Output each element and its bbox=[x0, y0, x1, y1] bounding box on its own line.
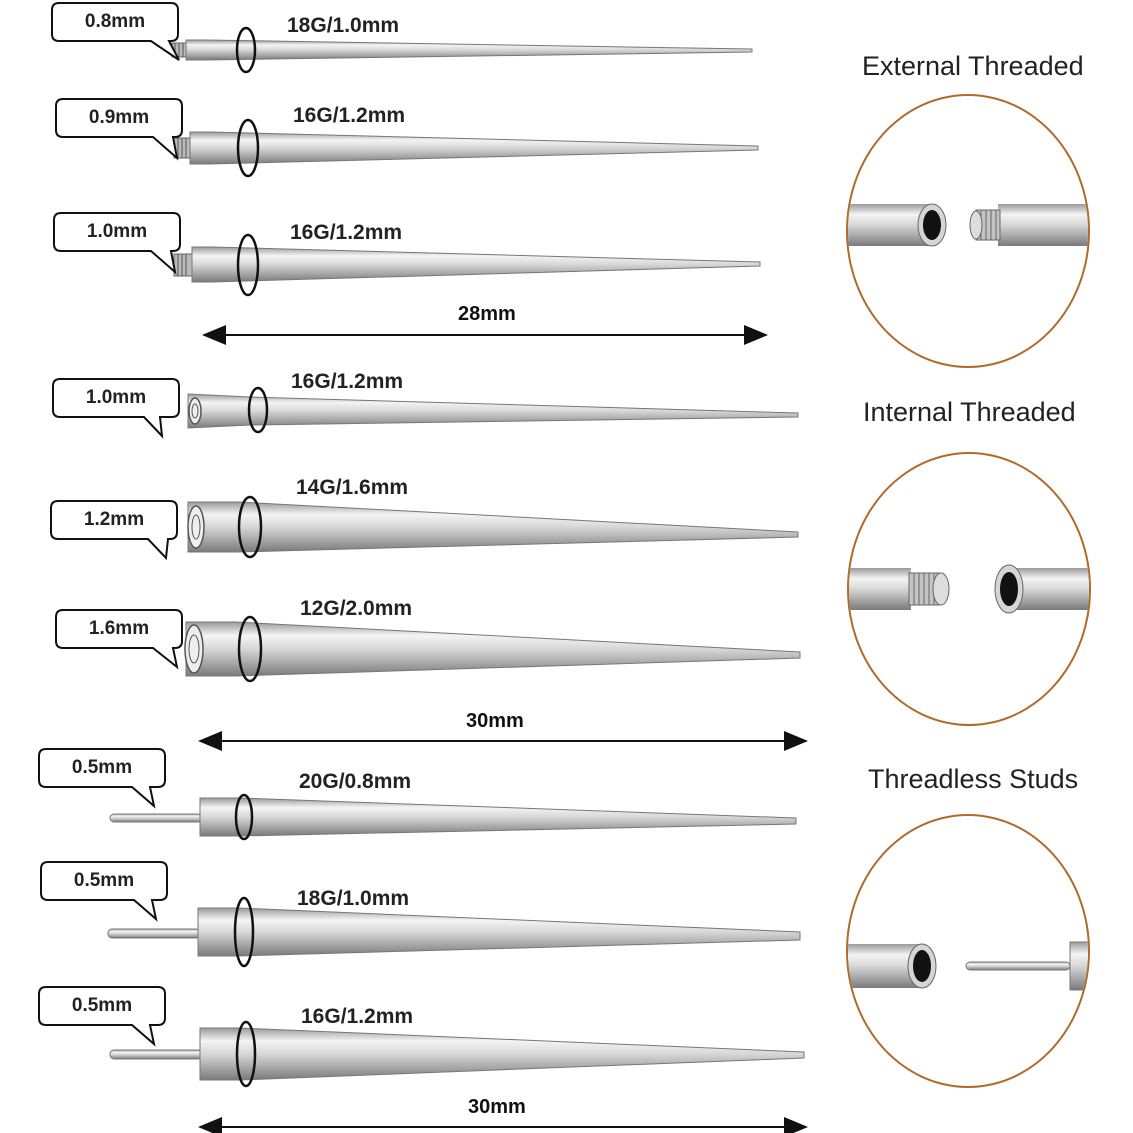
internal-taper-1 bbox=[187, 386, 799, 434]
thread-size-label: 1.0mm bbox=[86, 221, 148, 242]
thread-size-label: 1.0mm bbox=[85, 387, 147, 408]
gauge-label: 16G/1.2mm bbox=[291, 370, 404, 393]
internal-taper-3 bbox=[184, 615, 801, 683]
thread-size-label: 1.2mm bbox=[83, 509, 145, 530]
gauge-label: 18G/1.0mm bbox=[297, 887, 410, 910]
external-taper-1 bbox=[171, 26, 753, 74]
thread-size-label: 0.9mm bbox=[88, 107, 150, 128]
thread-bubble-tl-2: 0.5mm bbox=[40, 861, 168, 922]
threadless-taper-1 bbox=[109, 793, 797, 841]
thread-bubble-int-3: 1.6mm bbox=[55, 609, 183, 670]
threadless-taper-3 bbox=[109, 1020, 805, 1088]
thread-size-label: 0.5mm bbox=[73, 870, 135, 891]
thread-bubble-int-1: 1.0mm bbox=[52, 378, 180, 439]
threadless-closeup-icon bbox=[846, 814, 1090, 1088]
internal-taper-2 bbox=[187, 495, 799, 559]
external-thread-closeup-icon bbox=[846, 94, 1090, 368]
gauge-label: 16G/1.2mm bbox=[290, 221, 403, 244]
gauge-label: 14G/1.6mm bbox=[296, 476, 409, 499]
thread-size-label: 0.8mm bbox=[84, 11, 146, 32]
thread-bubble-ext-1: 0.8mm bbox=[51, 2, 180, 61]
length-label: 30mm bbox=[466, 710, 524, 732]
thread-bubble-tl-3: 0.5mm bbox=[38, 986, 166, 1047]
thread-bubble-ext-2: 0.9mm bbox=[55, 98, 183, 161]
thread-bubble-int-2: 1.2mm bbox=[50, 500, 178, 561]
threadless-taper-2 bbox=[107, 896, 801, 968]
gauge-label: 20G/0.8mm bbox=[299, 770, 412, 793]
length-label: 28mm bbox=[458, 303, 516, 325]
thread-size-label: 1.6mm bbox=[88, 618, 150, 639]
internal-thread-closeup-icon bbox=[847, 452, 1091, 726]
section-title-external: External Threaded bbox=[862, 51, 1084, 81]
section-title-internal: Internal Threaded bbox=[863, 397, 1076, 427]
gauge-label: 12G/2.0mm bbox=[300, 597, 413, 620]
external-taper-2 bbox=[173, 118, 759, 178]
gauge-label: 16G/1.2mm bbox=[293, 104, 406, 127]
gauge-label: 18G/1.0mm bbox=[287, 14, 400, 37]
thread-size-label: 0.5mm bbox=[71, 757, 133, 778]
gauge-label: 16G/1.2mm bbox=[301, 1005, 414, 1028]
section-title-threadless: Threadless Studs bbox=[868, 764, 1079, 794]
thread-size-label: 0.5mm bbox=[71, 995, 133, 1016]
external-taper-3 bbox=[173, 233, 761, 297]
thread-bubble-ext-3: 1.0mm bbox=[53, 212, 181, 275]
thread-bubble-tl-1: 0.5mm bbox=[38, 748, 166, 809]
length-label: 30mm bbox=[468, 1096, 526, 1118]
